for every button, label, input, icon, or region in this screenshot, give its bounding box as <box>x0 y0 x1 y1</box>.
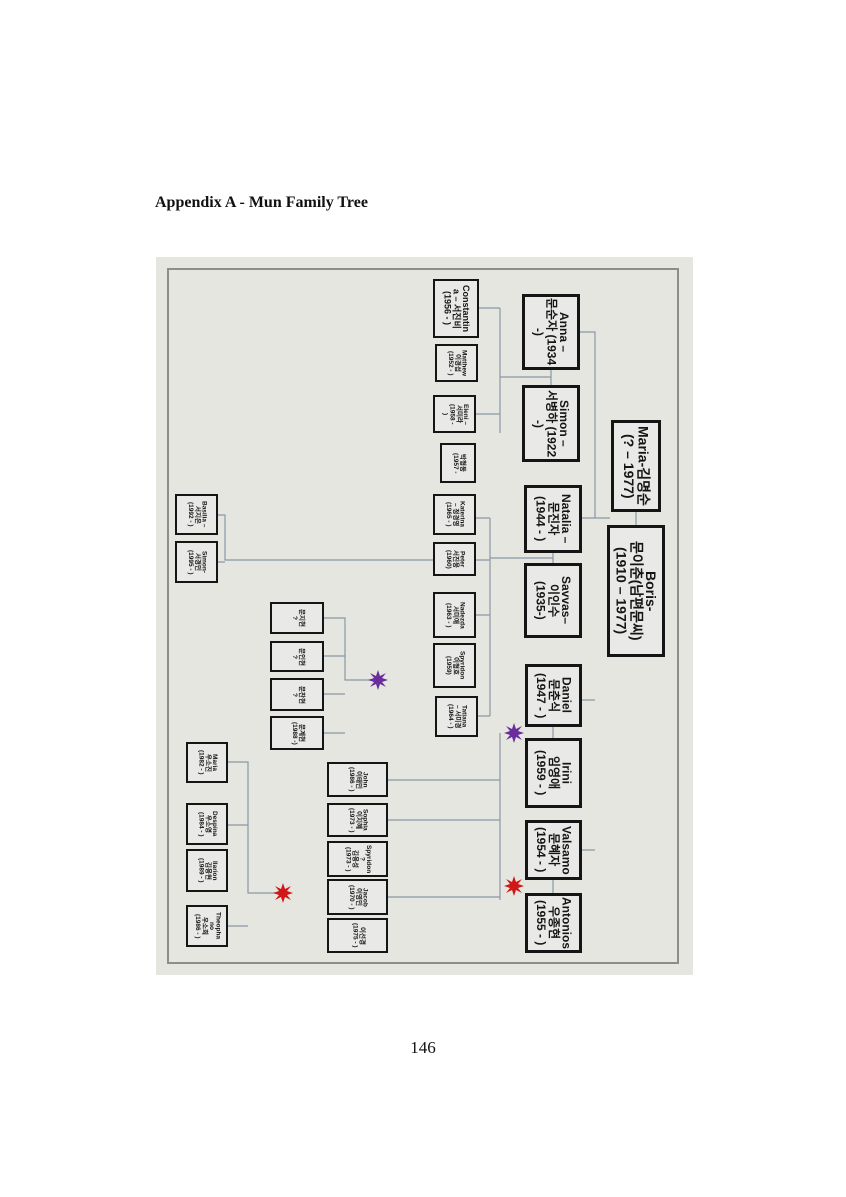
person-box-irini: Irini 임영애 (1959 - ) <box>525 738 582 808</box>
person-box-jacob: Jacob 이영민 (1970 - ) <box>327 879 388 915</box>
person-box-tatiana: Tatiana – 서미경 (1964 - ) <box>435 696 478 737</box>
union-star-icon <box>273 883 293 903</box>
person-box-k1: 문지현 ? <box>270 602 324 634</box>
union-star-icon <box>504 876 524 896</box>
diagram-border <box>167 268 679 964</box>
person-box-boris: Boris- 문이춘(남편문씨) (1910 – 1977) <box>607 525 665 657</box>
person-box-maria-woo: Maria 우소진 (1982 - ) <box>186 742 228 783</box>
connector-line <box>580 331 610 851</box>
person-box-antonios: Antonios 우종현 (1955 - ) <box>525 893 582 953</box>
person-box-spyridon: Spyridon 이형호 (1959) <box>433 643 476 688</box>
family-tree-diagram <box>156 257 693 975</box>
union-star-icon <box>368 670 388 690</box>
person-box-k4: 문계현 (1988 -) <box>270 716 324 750</box>
person-box-peter: Peter 서진웅 (1960) <box>433 542 476 576</box>
connector-line <box>388 727 554 900</box>
person-box-natalia: Natalia – 문진자 (1944 - ) <box>524 485 582 553</box>
union-star-icon <box>504 723 524 743</box>
connector-line <box>218 514 433 563</box>
person-box-anna: Anna – 문순자 (1934 -) <box>522 294 580 370</box>
connector-line <box>324 617 378 734</box>
person-box-lee-sungyeong: 이선경 (1975 - ) <box>327 918 388 953</box>
person-box-nadezda: Nadezda 서미애 (1963 - ) <box>433 592 476 638</box>
person-box-simon-jr: Simon- 서경민 (1995 - ) <box>175 541 218 583</box>
connector-line <box>476 307 552 433</box>
page-number: 146 <box>410 1038 436 1057</box>
person-box-constantina: Constantin a – 서진비 (1956 - ) <box>433 279 479 338</box>
person-box-k3: 문찬현 ? <box>270 678 324 711</box>
person-box-sophia: Sophia 이지혜 (1973 - ) <box>327 803 388 837</box>
person-box-theophano: Theopha no 우소희 (1986 - ) <box>186 905 228 947</box>
person-box-ilarion: Ilarion 김용현 (1989 - ) <box>186 849 228 892</box>
person-box-maria: Maria-김명순 (? – 1977) <box>611 420 661 512</box>
person-box-daniel: Daniel 문춘식 (1947 - ) <box>525 664 582 727</box>
person-box-simon: Simon – 서병하 (1922 -) <box>522 385 580 462</box>
connector-line <box>476 517 554 717</box>
person-box-despina: Despina 우소영 (1984 - ) <box>186 803 228 845</box>
page-heading: Appendix A - Mun Family Tree <box>155 194 368 211</box>
person-box-spyridon-kim: Spyridon ? 김용성 (1973 - ) <box>327 841 388 877</box>
connector-line <box>228 761 283 927</box>
person-box-park: 박형동 (1957 - <box>440 443 476 483</box>
person-box-valsamo: Valsamo 문혜자 (1954 - ) <box>525 820 582 880</box>
person-box-john: John 이태민 (1986 - ) <box>327 762 388 797</box>
person-box-basilia: Basilia – 서지은 (1992 - ) <box>175 494 218 535</box>
person-box-katerina: Katerina – 정경영 (1965 - ) <box>433 494 476 535</box>
person-box-savvas: Savvas– 이인수 (1935-) <box>524 563 582 638</box>
person-box-matthew: Matthew 이경섭 (1952 - ) <box>435 344 478 382</box>
person-box-eleni: Eleni – 서미라 (1958 - ) <box>433 395 476 433</box>
person-box-k2: 문인현 ? <box>270 641 324 672</box>
